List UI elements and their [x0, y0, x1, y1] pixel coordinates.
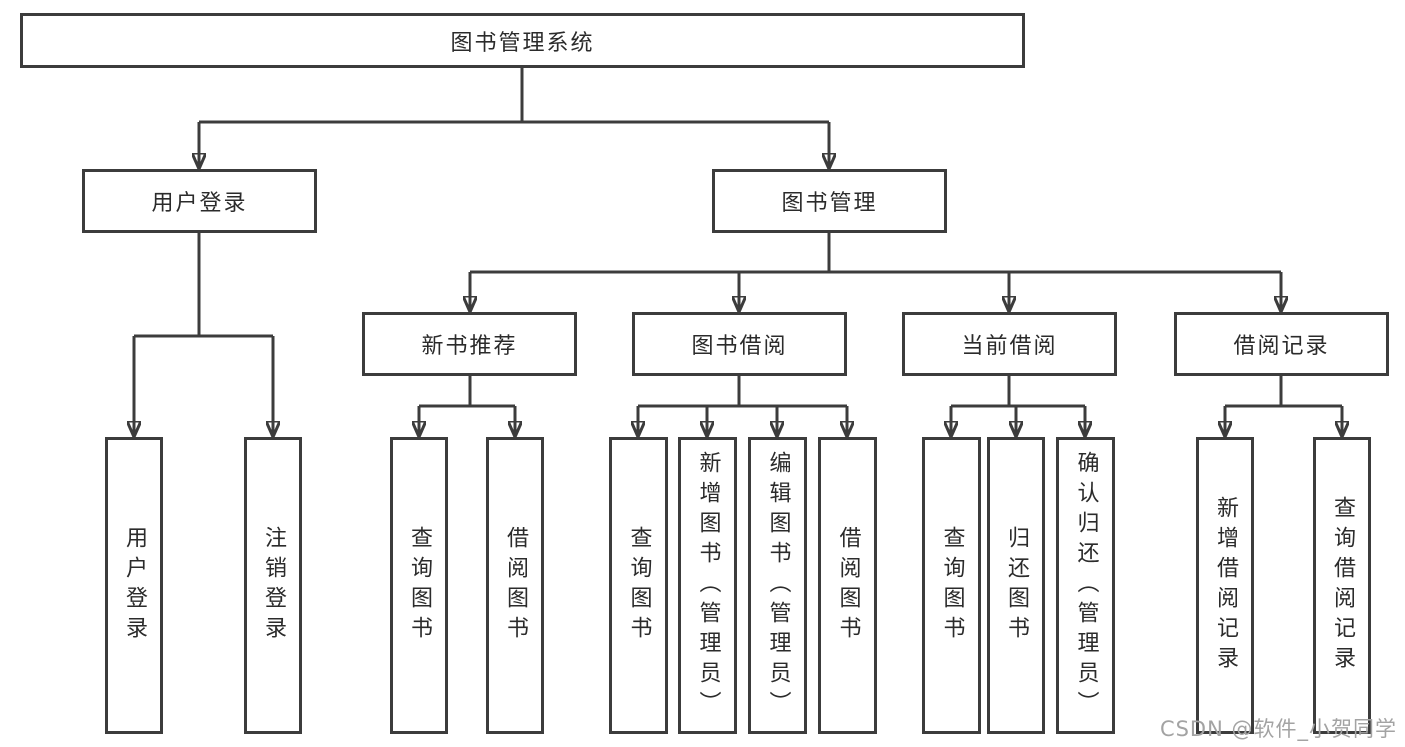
node-book-borrow: 图书借阅 — [632, 312, 847, 376]
node-library-management-system-label: 图书管理系统 — [450, 30, 595, 56]
leaf-search-books-b-label: 查询图书 — [626, 525, 652, 646]
leaf-user-login-label: 用户登录 — [122, 525, 147, 646]
leaf-search-books-a-label: 查询图书 — [407, 525, 432, 646]
leaf-edit-book-admin-label: 编辑图书（管理员） — [765, 450, 791, 721]
leaf-borrow-books-a: 借阅图书 — [486, 437, 544, 734]
node-library-management-system: 图书管理系统 — [20, 13, 1025, 68]
edges-new-book-recommend — [419, 376, 515, 437]
node-book-management-label: 图书管理 — [781, 191, 878, 216]
leaf-confirm-return-admin-label: 确认归还（管理员） — [1073, 450, 1099, 721]
edges-user-login — [134, 233, 273, 437]
node-current-borrow-label: 当前借阅 — [961, 334, 1058, 359]
leaf-logout-label: 注销登录 — [261, 525, 286, 646]
edges-borrow-records — [1225, 376, 1342, 437]
leaf-confirm-return-admin: 确认归还（管理员） — [1056, 437, 1115, 734]
leaf-logout: 注销登录 — [244, 437, 302, 734]
node-user-login: 用户登录 — [82, 169, 317, 233]
leaf-add-borrow-record: 新增借阅记录 — [1196, 437, 1254, 734]
leaf-borrow-books-b-label: 借阅图书 — [835, 525, 861, 646]
leaf-add-borrow-record-label: 新增借阅记录 — [1213, 495, 1238, 676]
leaf-return-book-label: 归还图书 — [1004, 525, 1029, 646]
leaf-search-books-a: 查询图书 — [390, 437, 448, 734]
leaf-edit-book-admin: 编辑图书（管理员） — [748, 437, 807, 734]
node-user-login-label: 用户登录 — [151, 191, 248, 216]
leaf-user-login: 用户登录 — [105, 437, 163, 734]
edges-current-borrow — [951, 376, 1085, 437]
leaf-return-book: 归还图书 — [987, 437, 1045, 734]
edges-book-borrow — [638, 376, 847, 437]
node-new-book-recommend-label: 新书推荐 — [421, 334, 518, 359]
leaf-search-books-c: 查询图书 — [922, 437, 981, 734]
leaf-search-borrow-record: 查询借阅记录 — [1313, 437, 1371, 734]
node-book-management: 图书管理 — [712, 169, 947, 233]
edges-book-management — [470, 233, 1281, 312]
leaf-search-borrow-record-label: 查询借阅记录 — [1330, 495, 1355, 676]
node-book-borrow-label: 图书借阅 — [691, 334, 788, 359]
csdn-watermark: CSDN @软件_小贺同学 — [1159, 717, 1397, 741]
node-current-borrow: 当前借阅 — [902, 312, 1117, 376]
leaf-search-books-b: 查询图书 — [609, 437, 668, 734]
node-borrow-records-label: 借阅记录 — [1233, 334, 1330, 359]
leaf-add-book-admin-label: 新增图书（管理员） — [695, 450, 721, 721]
node-new-book-recommend: 新书推荐 — [362, 312, 577, 376]
node-borrow-records: 借阅记录 — [1174, 312, 1389, 376]
leaf-search-books-c-label: 查询图书 — [939, 525, 965, 646]
leaf-add-book-admin: 新增图书（管理员） — [678, 437, 737, 734]
leaf-borrow-books-a-label: 借阅图书 — [503, 525, 528, 646]
edges-root — [199, 68, 829, 169]
leaf-borrow-books-b: 借阅图书 — [818, 437, 877, 734]
